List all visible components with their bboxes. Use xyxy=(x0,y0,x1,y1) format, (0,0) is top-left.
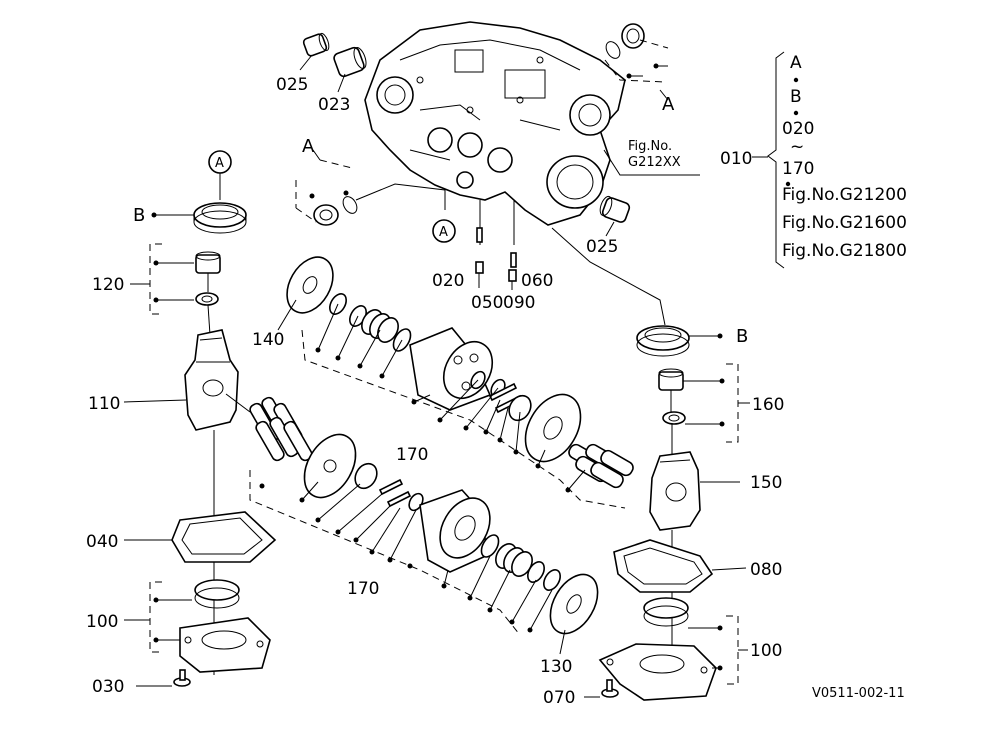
ref-b-left: B xyxy=(133,205,145,226)
label-010: 010 xyxy=(720,149,752,169)
label-060: 060 xyxy=(521,271,553,291)
label-025-top: 025 xyxy=(276,75,308,95)
label-090: 090 xyxy=(503,293,535,313)
small-pins xyxy=(475,200,517,290)
label-040: 040 xyxy=(86,532,118,552)
fig-note-leader xyxy=(603,149,700,176)
label-120: 120 xyxy=(92,275,124,295)
label-100-left: 100 xyxy=(86,612,118,632)
part-plug-top-right xyxy=(604,23,669,101)
fig-note-line1: Fig.No. xyxy=(628,139,672,154)
pistons-lower-left xyxy=(249,396,313,462)
part-110-swash-plate xyxy=(123,304,239,431)
label-070: 070 xyxy=(543,688,575,708)
ref-a-circle-left: A xyxy=(215,156,224,171)
legend-fig-2: Fig.No.G21600 xyxy=(782,213,907,233)
part-023-bushing xyxy=(333,46,367,93)
label-020: 020 xyxy=(432,271,464,291)
part-plug-left xyxy=(295,149,446,226)
cylinder-block-lower xyxy=(419,489,491,573)
part-100-group-right xyxy=(598,597,748,701)
legend-bracket xyxy=(752,51,785,269)
pump-housing xyxy=(364,21,626,226)
drawing-code: V0511-002-11 xyxy=(812,686,905,701)
legend-tilde: ~ xyxy=(790,137,804,157)
ref-b-right: B xyxy=(736,326,748,347)
part-130-valve-plate xyxy=(549,573,599,655)
fig-note-line2: G212XX xyxy=(628,155,681,170)
ref-a-circle-body-mark: A xyxy=(432,219,456,243)
legend-020: 020 xyxy=(782,119,814,139)
part-030-bolt xyxy=(136,669,191,687)
part-140-valve-plate xyxy=(277,256,334,331)
label-130: 130 xyxy=(540,657,572,677)
part-b-bearing-right xyxy=(636,325,723,357)
part-b-bearing-left xyxy=(151,202,247,234)
label-140: 140 xyxy=(252,330,284,350)
ref-a-left: A xyxy=(302,136,315,157)
upper-rotor-group xyxy=(301,293,634,509)
lower-rotor-group xyxy=(249,433,561,636)
part-040-gasket xyxy=(124,511,277,563)
label-050: 050 xyxy=(471,293,503,313)
legend-170: 170 xyxy=(782,159,814,179)
label-030: 030 xyxy=(92,677,124,697)
label-023: 023 xyxy=(318,95,350,115)
part-150-swash-plate xyxy=(649,424,740,531)
legend-b: B xyxy=(790,87,802,107)
spring-lower xyxy=(495,543,533,577)
label-080: 080 xyxy=(750,560,782,580)
ref-a-top-right: A xyxy=(662,94,675,115)
legend-fig-3: Fig.No.G21800 xyxy=(782,241,907,261)
part-025-bearing-right xyxy=(599,195,631,237)
part-160-group xyxy=(658,363,750,443)
legend-fig-1: Fig.No.G21200 xyxy=(782,185,907,205)
label-150: 150 xyxy=(750,473,782,493)
label-170-upper: 170 xyxy=(396,445,428,465)
legend-a: A xyxy=(790,53,802,73)
part-070-bolt xyxy=(584,679,619,698)
part-025-bearing-top xyxy=(299,32,330,71)
ref-a-circle-body: A xyxy=(439,225,448,240)
part-080-gasket xyxy=(613,539,747,593)
part-120-group xyxy=(130,243,221,315)
pistons-upper-right xyxy=(568,443,634,489)
ref-a-circle-left-mark: A xyxy=(208,150,232,200)
label-100-right: 100 xyxy=(750,641,782,661)
part-100-group-left xyxy=(124,579,271,673)
label-160: 160 xyxy=(752,395,784,415)
pistons-lower-link xyxy=(225,393,251,413)
label-170-lower: 170 xyxy=(347,579,379,599)
label-025-right: 025 xyxy=(586,237,618,257)
shaft-leader-right xyxy=(551,227,666,326)
spring-upper xyxy=(361,309,399,343)
label-110: 110 xyxy=(88,394,120,414)
